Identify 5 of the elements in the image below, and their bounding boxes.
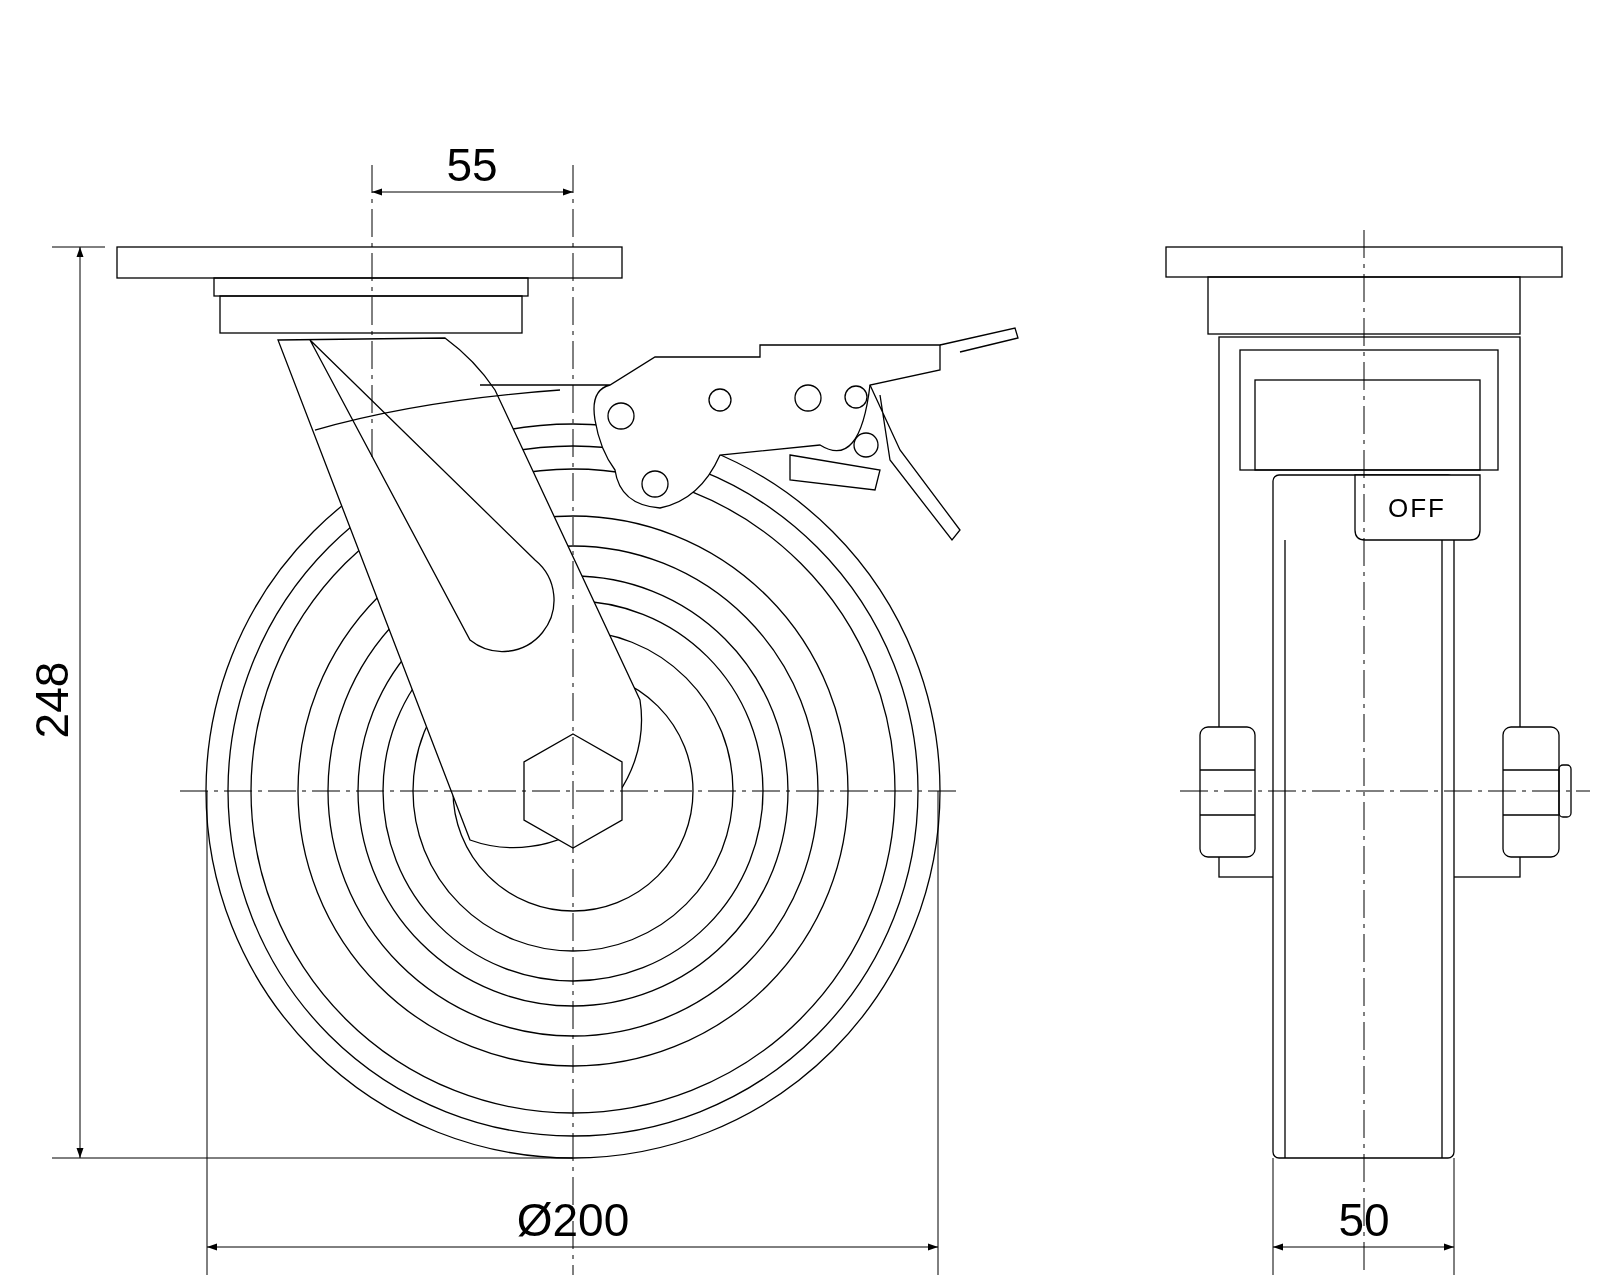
dimension-label: 55: [446, 142, 498, 188]
dimension-label: 248: [29, 661, 75, 739]
dimension-label: Ø200: [516, 1197, 630, 1243]
brake-marking: OFF: [1388, 495, 1446, 521]
dimension-label: 50: [1338, 1197, 1390, 1243]
